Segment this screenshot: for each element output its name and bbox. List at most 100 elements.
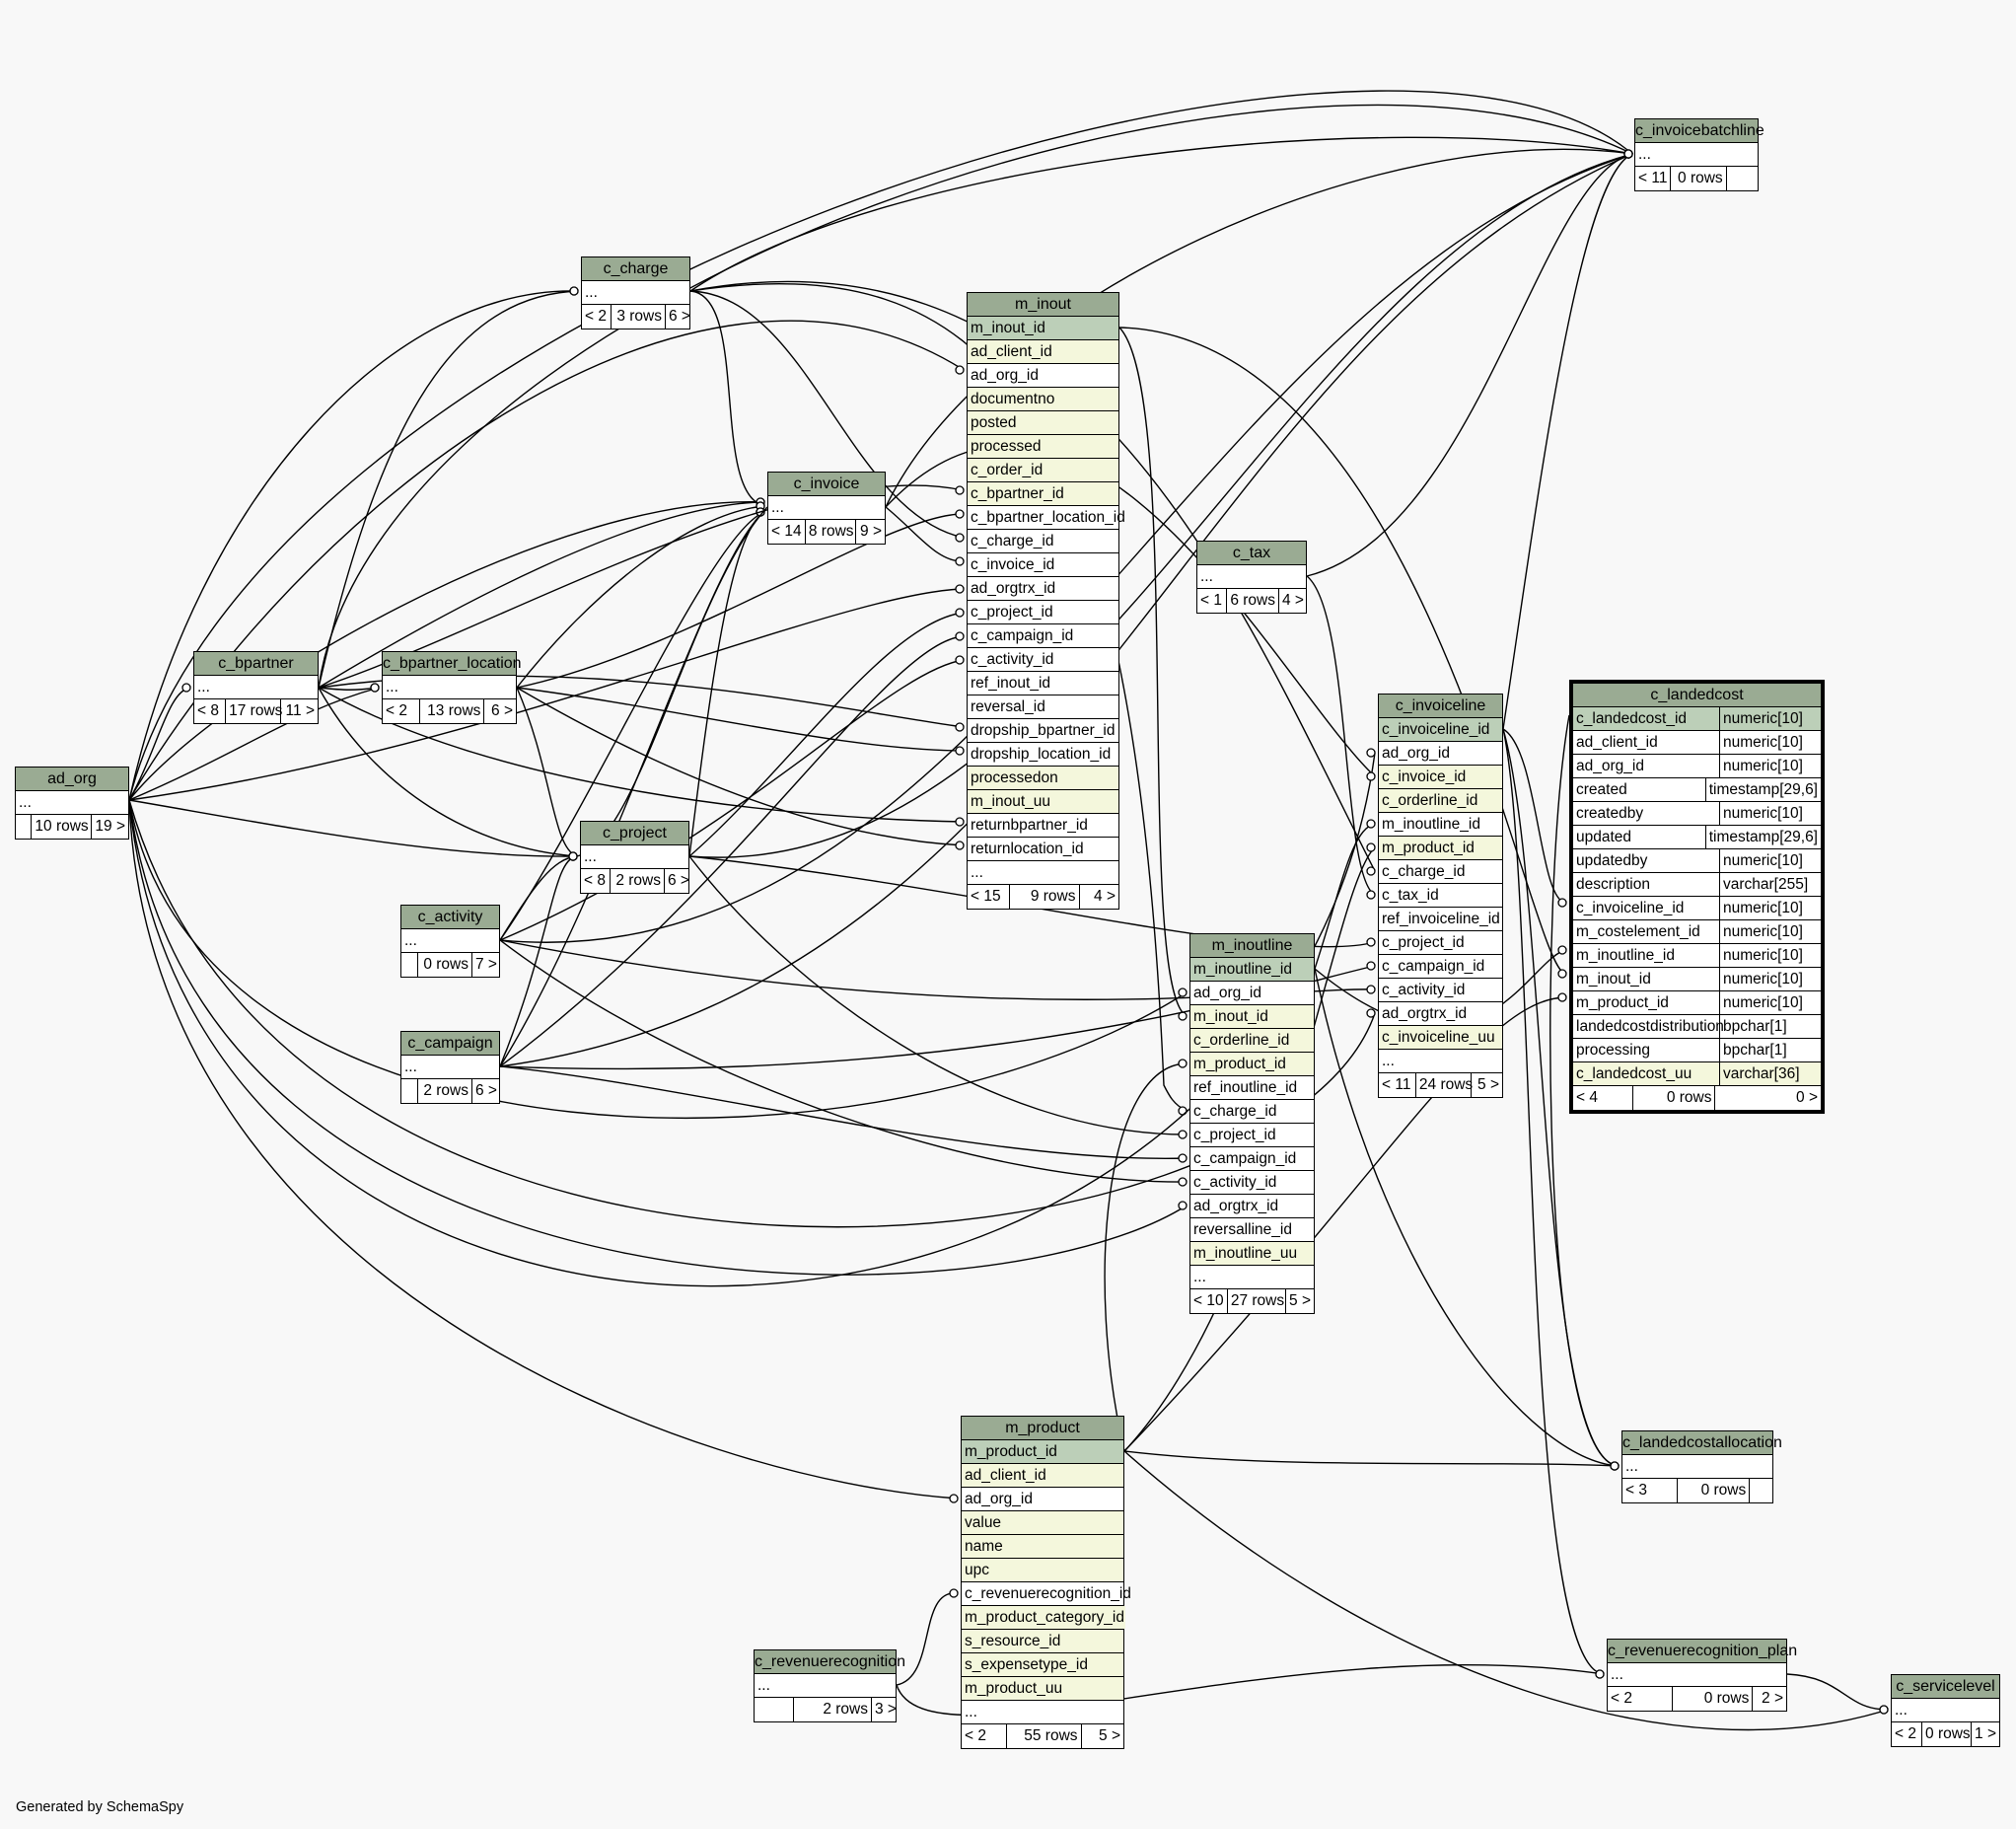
child-count[interactable]: 2 > bbox=[1752, 1687, 1786, 1711]
child-count[interactable]: 0 > bbox=[1714, 1086, 1821, 1110]
column-row: ad_org_id bbox=[962, 1488, 1123, 1511]
child-count[interactable] bbox=[1749, 1479, 1772, 1502]
column-name: m_inout_id bbox=[1576, 971, 1651, 988]
column-row: returnlocation_id bbox=[968, 838, 1118, 861]
edge-end-marker bbox=[955, 746, 965, 756]
edge-c_bpartner_location-c_project bbox=[516, 687, 578, 857]
parent-count[interactable]: < 11 bbox=[1638, 170, 1668, 186]
row-count: 0 rows bbox=[1677, 1479, 1749, 1502]
column-type: numeric[10] bbox=[1719, 920, 1821, 943]
edge-m_inout-c_project bbox=[688, 612, 965, 857]
row-count: 55 rows bbox=[1006, 1724, 1080, 1748]
parent-count[interactable] bbox=[401, 1079, 417, 1103]
child-count[interactable]: 7 > bbox=[471, 953, 499, 977]
column-name: c_charge_id bbox=[1193, 1103, 1277, 1120]
child-count[interactable]: 6 > bbox=[471, 1079, 499, 1103]
column-name: updatedby bbox=[1576, 852, 1648, 869]
column-row: ... bbox=[1892, 1699, 1999, 1722]
edge-end-marker bbox=[1178, 1059, 1188, 1068]
parent-count[interactable]: < 2 bbox=[1895, 1725, 1916, 1742]
child-count[interactable] bbox=[1725, 167, 1758, 190]
parent-count[interactable] bbox=[16, 815, 31, 839]
parent-count[interactable]: < 2 bbox=[386, 702, 407, 719]
child-count[interactable]: 4 > bbox=[1278, 589, 1306, 613]
child-count[interactable]: 6 > bbox=[665, 305, 690, 329]
parent-count[interactable]: < 2 bbox=[965, 1727, 986, 1744]
column-name: ... bbox=[585, 284, 598, 301]
row-count: 2 rows bbox=[610, 869, 664, 893]
edge-end-marker bbox=[955, 365, 965, 375]
child-count[interactable]: 5 > bbox=[1080, 1724, 1124, 1748]
column-row: ... bbox=[401, 1056, 499, 1079]
child-count[interactable]: 6 > bbox=[483, 699, 516, 723]
child-count[interactable]: 11 > bbox=[280, 699, 318, 723]
edge-end-marker bbox=[949, 1588, 959, 1598]
child-count[interactable]: 6 > bbox=[664, 869, 689, 893]
edge-m_inout-c_bpartner_location bbox=[516, 513, 965, 689]
column-name: c_project_id bbox=[1382, 934, 1465, 951]
child-count[interactable]: 9 > bbox=[854, 520, 885, 544]
child-count[interactable]: 3 > bbox=[871, 1698, 897, 1721]
parent-count[interactable]: < 8 bbox=[584, 872, 606, 889]
parent-count[interactable]: < 15 bbox=[971, 888, 1001, 905]
child-count[interactable]: 5 > bbox=[1284, 1289, 1314, 1313]
parent-count[interactable]: < 2 bbox=[585, 308, 607, 325]
parent-count[interactable]: < 8 bbox=[197, 702, 219, 719]
column-name: value bbox=[962, 1511, 1123, 1534]
parent-count[interactable] bbox=[401, 953, 417, 977]
child-count[interactable]: 19 > bbox=[91, 815, 128, 839]
parent-count[interactable] bbox=[755, 1698, 793, 1721]
parent-count[interactable]: < 14 bbox=[771, 523, 802, 540]
parent-count[interactable]: < 1 bbox=[1200, 592, 1222, 609]
edge-m_inout-c_campaign bbox=[499, 635, 965, 1067]
column-name: s_expensetype_id bbox=[962, 1653, 1123, 1676]
column-name: ad_client_id bbox=[1576, 734, 1658, 751]
parent-count[interactable]: < 2 bbox=[1611, 1690, 1632, 1707]
edge-c_invoiceline-ad_org bbox=[128, 752, 1376, 1287]
child-count[interactable]: 1 > bbox=[1971, 1722, 1999, 1746]
parent-count[interactable]: < 4 bbox=[1576, 1089, 1598, 1106]
parent-count[interactable]: < 11 bbox=[1382, 1076, 1411, 1093]
column-row: documentno bbox=[968, 388, 1118, 411]
table-title: c_landedcost bbox=[1573, 684, 1821, 707]
column-name: ref_inoutline_id bbox=[1193, 1079, 1298, 1096]
column-name: c_campaign_id bbox=[1382, 958, 1485, 975]
column-name: c_activity_id bbox=[1382, 982, 1466, 998]
parent-count[interactable]: < 3 bbox=[1625, 1482, 1647, 1499]
column-row: c_project_id bbox=[1379, 931, 1502, 955]
column-name: ... bbox=[404, 932, 417, 949]
child-count[interactable]: 5 > bbox=[1470, 1073, 1502, 1097]
child-count[interactable]: 4 > bbox=[1078, 885, 1119, 909]
column-row: c_orderline_id bbox=[1379, 789, 1502, 813]
parent-count[interactable]: < 10 bbox=[1193, 1292, 1224, 1309]
column-row: ... bbox=[962, 1701, 1123, 1724]
edge-end-marker bbox=[1557, 969, 1567, 979]
column-row: m_inoutline_id bbox=[1379, 813, 1502, 837]
